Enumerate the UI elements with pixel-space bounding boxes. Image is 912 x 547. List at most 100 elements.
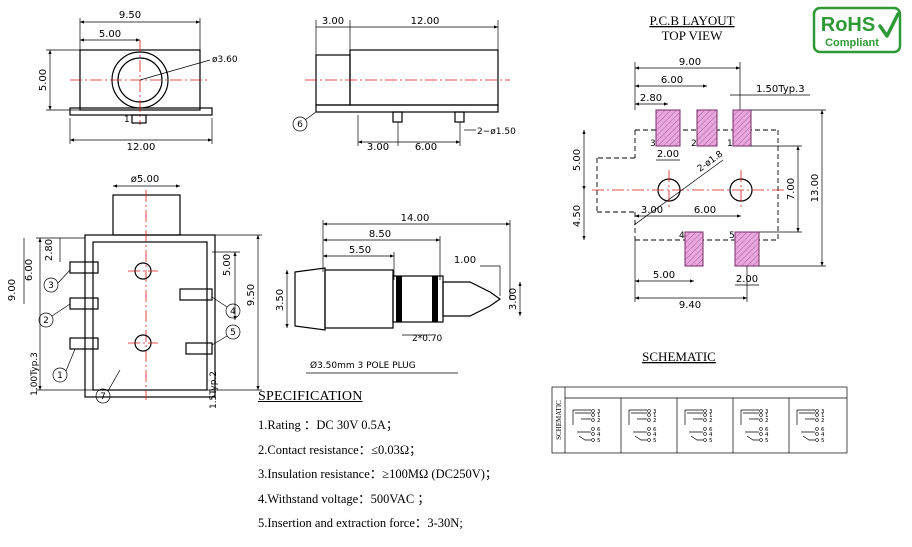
pcb-pad-number-4: 4: [679, 231, 685, 241]
callout-7: 7: [95, 369, 121, 404]
schematic-terminal-number: 5: [709, 438, 713, 444]
schematic-terminal: [703, 432, 707, 436]
svg-text:7: 7: [100, 392, 106, 402]
callout-5: 5: [211, 324, 241, 346]
dim-5-00: 5.00: [222, 254, 233, 276]
dim-center-5-00: 5.00: [99, 29, 121, 40]
schematic-terminal-number: 2: [821, 418, 825, 424]
dim-plug-14-00: 14.00: [401, 213, 430, 224]
plug-drawing: 14.00 8.50 5.50 1.00 3.50 3.00 2*0.70 Ø3…: [275, 213, 522, 374]
check-icon: [878, 12, 900, 38]
schematic-terminal-number: 2: [709, 418, 713, 424]
rohs-compliant-text: Compliant: [825, 37, 879, 49]
schematic-terminal: [591, 418, 595, 422]
schematic-terminal: [759, 418, 763, 422]
schematic-terminal-number: 4: [821, 432, 825, 438]
schematic-terminal: [647, 438, 651, 442]
schematic-title: SCHEMATIC: [642, 349, 716, 364]
schematic-terminal-number: 2: [597, 418, 601, 424]
schematic-terminal-number: 6: [765, 427, 769, 433]
pcb-dim-1-50-typ: 1.50Typ.3: [756, 84, 805, 95]
dim-plug-8-50: 8.50: [369, 229, 391, 240]
schematic-terminal-number: 6: [653, 427, 657, 433]
dim-base-12-00: 12.00: [127, 142, 156, 153]
schematic-terminal-number: 2: [653, 418, 657, 424]
pcb-dim-6-00: 6.00: [661, 75, 683, 86]
dim-boss-5-00: ø5.00: [131, 174, 159, 185]
callout-1: 1: [52, 348, 76, 383]
schematic-terminal-number: 3: [765, 409, 769, 415]
pcb-pad-5: [734, 231, 760, 267]
rohs-text: RoHS: [821, 14, 875, 36]
pcb-pad-2: [696, 109, 718, 147]
spec-withstand-voltage: 4.Withstand voltage：500VAC ；: [258, 491, 430, 506]
dim-width-9-50: 9.50: [119, 10, 141, 21]
spec-insertion-force: 5.Insertion and extraction force：3-30N;: [258, 516, 463, 530]
dim-front-3-00: 3.00: [322, 16, 344, 27]
pin-label-1: 1: [124, 115, 130, 125]
pcb-dim-2-00-top: 2.00: [657, 149, 679, 160]
dim-1-5-typ-2: 1.5Typ.2: [209, 371, 219, 409]
pcb-pad-number-3: 3: [650, 139, 656, 149]
dim-plug-3-50: 3.50: [275, 289, 286, 311]
dim-height-5-00: 5.00: [38, 69, 49, 91]
dim-plug-rings: 2*0.70: [412, 334, 443, 344]
side-view-drawing: 3.00 12.00 6 3.00 6.00 2−ø1.50: [292, 16, 516, 153]
svg-text:4: 4: [230, 307, 236, 317]
pcb-dim-5-00-v: 5.00: [572, 149, 583, 171]
dim-plug-5-50: 5.50: [349, 245, 371, 256]
schematic-terminal: [647, 418, 651, 422]
schematic-terminal: [647, 413, 651, 417]
schematic-terminal-number: 4: [653, 432, 657, 438]
schematic-terminal: [703, 427, 707, 431]
dim-pin-dia-1-50: 2−ø1.50: [477, 127, 516, 137]
schematic-terminal: [591, 432, 595, 436]
schematic-terminal: [647, 409, 651, 413]
svg-text:3: 3: [48, 281, 54, 291]
dim-hole-3-60: ø3.60: [212, 55, 238, 65]
top-view-drawing: 9.50 5.00 ø3.60 5.00 1 12.00: [38, 10, 238, 153]
pcb-dim-4-50: 4.50: [572, 205, 583, 227]
schematic-terminal-number: 6: [821, 427, 825, 433]
rohs-badge: RoHS Compliant: [812, 6, 902, 54]
schematic-terminal: [591, 438, 595, 442]
callout-3: 3: [43, 269, 71, 293]
schematic-terminal-number: 1: [709, 413, 713, 419]
pcb-pad-4: [684, 231, 704, 267]
dim-plug-3-00: 3.00: [508, 288, 519, 310]
pcb-pad-number-2: 2: [691, 139, 697, 149]
pcb-pad-number-1: 1: [727, 139, 733, 149]
dim-pin-3-00: 3.00: [367, 142, 389, 153]
dim-6-00: 6.00: [24, 259, 35, 281]
pcb-layout-drawing: P.C.B LAYOUT TOP VIEW 9.00 6.00 2.80 1.5…: [572, 13, 826, 311]
svg-text:5: 5: [230, 328, 236, 338]
schematic-terminal-number: 1: [653, 413, 657, 419]
pcb-pad-number-5: 5: [729, 231, 735, 241]
callout-6: 6: [297, 120, 303, 130]
callout-4: 4: [211, 296, 241, 319]
schematic-terminal-number: 4: [709, 432, 713, 438]
schematic-terminal: [591, 409, 595, 413]
schematic-terminal-number: 6: [597, 427, 601, 433]
schematic-terminal-number: 5: [765, 438, 769, 444]
schematic-terminal: [591, 413, 595, 417]
schematic-drawing: SCHEMATIC SCHEMATIC 31264531264531264531…: [551, 349, 848, 454]
callout-2: 2: [38, 303, 71, 328]
plan-view-drawing: ø5.00 9.00 2.80 6.00 5.00 9.50 1.00Typ.3…: [7, 174, 262, 409]
schematic-terminal-number: 2: [765, 418, 769, 424]
schematic-terminal-number: 5: [597, 438, 601, 444]
schematic-terminal-number: 5: [821, 438, 825, 444]
spec-rating: 1.Rating ：DC 30V 0.5A；: [258, 418, 399, 432]
schematic-terminal: [759, 413, 763, 417]
schematic-terminal-number: 3: [597, 409, 601, 415]
schematic-terminal: [703, 413, 707, 417]
schematic-terminal: [759, 432, 763, 436]
schematic-terminal-number: 4: [597, 432, 601, 438]
schematic-side-label: SCHEMATIC: [555, 400, 563, 440]
schematic-terminal: [647, 432, 651, 436]
